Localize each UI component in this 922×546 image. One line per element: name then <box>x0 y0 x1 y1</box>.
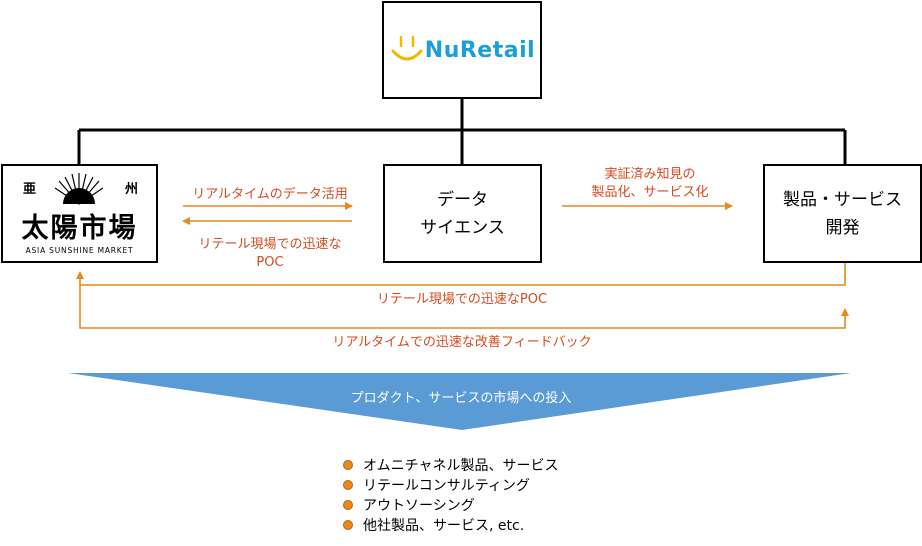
list-item-label: 他社製品、サービス, etc. <box>363 518 525 534</box>
hierarchy-lines <box>77 99 847 164</box>
list-item: アウトソーシング <box>343 495 558 515</box>
bullet-dot-icon <box>343 480 353 490</box>
nuretail-logo-text: NuRetail <box>424 37 536 63</box>
nuretail-logo: NuRetail <box>389 33 535 67</box>
market-banner-shape <box>68 373 851 430</box>
edge-label-knowledge: 実証済み知見の 製品化、サービス化 <box>591 167 709 200</box>
edge-label-feedback: リアルタイムでの迅速な改善フィードバック <box>332 335 592 350</box>
list-item: リテールコンサルティング <box>343 475 558 495</box>
product-dev-node: 製品・サービス 開発 <box>763 164 922 263</box>
data-science-node: データ サイエンス <box>383 164 542 263</box>
edge-label-retail-poc-long: リテール現場での迅速なPOC <box>376 292 548 307</box>
asia-sunshine-node: 亜 州 太陽市場 ASIA SUNSHINE MARKET <box>1 164 158 263</box>
product-dev-label: 製品・サービス 開発 <box>783 189 902 238</box>
arrow-retail-poc-long <box>76 262 846 286</box>
bullet-dot-icon <box>343 500 353 510</box>
bullet-dot-icon <box>343 520 353 530</box>
edge-label-realtime-data: リアルタイムのデータ活用 <box>192 187 348 202</box>
nuretail-node: NuRetail <box>382 1 542 99</box>
asia-main-title: 太陽市場 <box>21 213 138 244</box>
asia-sub-title: ASIA SUNSHINE MARKET <box>25 246 134 255</box>
edge-label-retail-poc-back: リテール現場での迅速な POC <box>198 237 342 270</box>
asia-char-a: 亜 <box>23 182 37 197</box>
sunrise-icon <box>54 173 104 205</box>
data-science-label: データ サイエンス <box>420 189 505 238</box>
list-item-label: リテールコンサルティング <box>363 478 530 494</box>
list-item: オムニチャネル製品、サービス <box>343 455 558 475</box>
list-item: 他社製品、サービス, etc. <box>343 515 558 535</box>
smile-icon <box>391 35 423 61</box>
bullet-dot-icon <box>343 460 353 470</box>
asia-char-shu: 州 <box>125 182 139 197</box>
offering-list: オムニチャネル製品、サービス リテールコンサルティング アウトソーシング 他社製… <box>343 455 558 535</box>
arrow-feedback <box>79 285 849 329</box>
list-item-label: オムニチャネル製品、サービス <box>363 458 559 474</box>
market-banner-text: プロダクト、サービスの市場への投入 <box>350 391 572 406</box>
list-item-label: アウトソーシング <box>363 498 475 514</box>
